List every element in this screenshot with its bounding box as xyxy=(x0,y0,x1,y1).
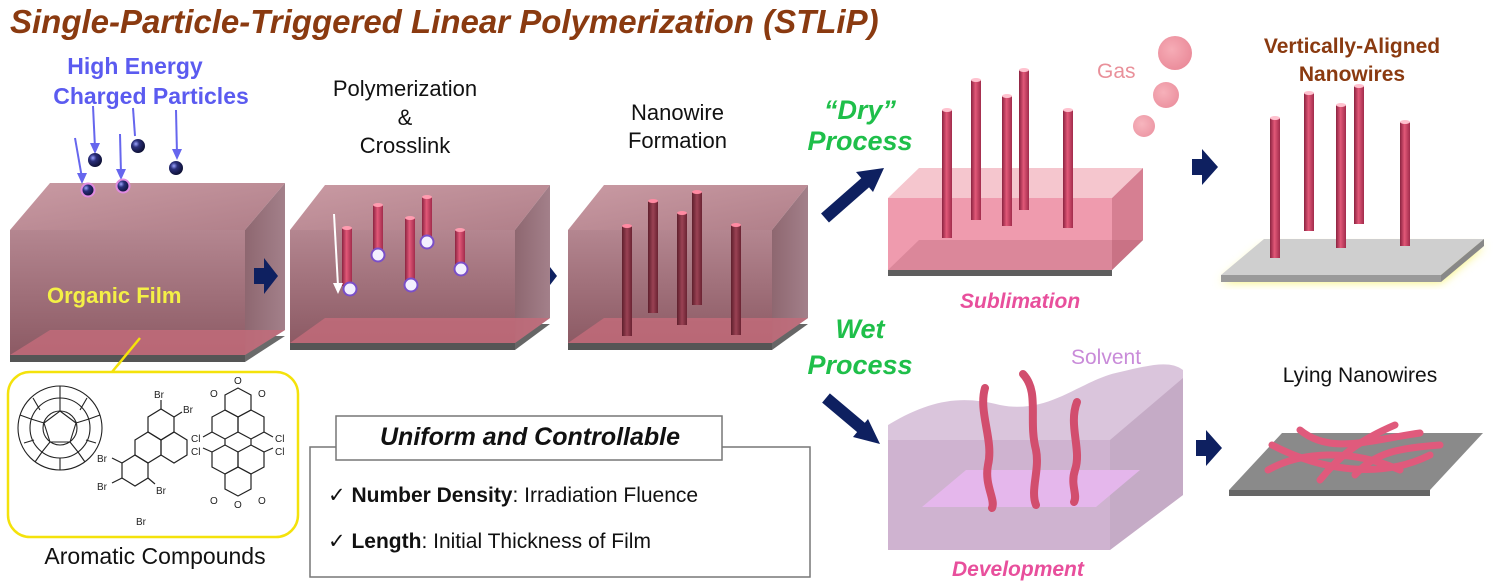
br-label: Br xyxy=(183,405,194,416)
organic-film-block xyxy=(10,183,285,362)
triphenylene-molecule xyxy=(111,400,188,487)
check-icon: ✓ xyxy=(328,484,346,507)
o-label: O xyxy=(234,500,242,511)
number-density-desc: : Irradiation Fluence xyxy=(512,484,699,507)
step-arrow xyxy=(254,258,278,294)
cl-label: Cl xyxy=(275,434,284,445)
cl-label: Cl xyxy=(191,434,200,445)
formation-label: Formation xyxy=(627,128,728,153)
length-row: ✓ Length: Initial Thickness of Film xyxy=(328,530,651,554)
lying-nanowires-label: Lying Nanowires xyxy=(1282,364,1438,387)
o-label: O xyxy=(210,389,218,400)
sublimation-arrow xyxy=(1192,149,1218,185)
vertical-nanowires-label-line-2: Nanowires xyxy=(1298,63,1406,86)
br-label: Br xyxy=(97,454,108,465)
particles-label-line-1: High Energy xyxy=(67,53,203,79)
gas-label: Gas xyxy=(1097,60,1136,83)
polymerization-label: Polymerization xyxy=(332,76,478,101)
charged-particles xyxy=(74,105,183,198)
nanowire-label: Nanowire xyxy=(631,100,724,125)
figure-title: Single-Particle-Triggered Linear Polymer… xyxy=(10,3,879,40)
development-block xyxy=(888,364,1183,550)
check-icon: ✓ xyxy=(328,530,346,553)
aromatic-compounds-label: Aromatic Compounds xyxy=(44,543,266,569)
info-box-title-frame xyxy=(335,415,723,461)
nanowire-formation-block xyxy=(568,185,808,350)
crosslink-label: Crosslink xyxy=(359,133,451,158)
ampersand-label: & xyxy=(397,105,413,130)
o-label: O xyxy=(210,496,218,507)
br-label: Br xyxy=(154,390,165,401)
polymerization-block xyxy=(290,185,550,350)
solvent-label: Solvent xyxy=(1071,346,1142,369)
br-label: Br xyxy=(136,517,147,528)
dry-label: “Dry” xyxy=(823,95,897,125)
development-arrow xyxy=(1196,430,1222,466)
development-label: Development xyxy=(952,558,1084,581)
particles-label-line-2: Charged Particles xyxy=(53,83,249,109)
wet-label: Wet xyxy=(835,314,885,344)
br-label: Br xyxy=(97,482,108,493)
br-label: Br xyxy=(156,486,167,497)
o-label: O xyxy=(234,376,242,387)
wet-process-arrow xyxy=(822,393,880,444)
length-term: Length xyxy=(351,530,422,553)
info-box-title: Uniform and Controllable xyxy=(380,423,680,451)
lying-nanowires-block xyxy=(1229,421,1483,496)
organic-film-label: Organic Film xyxy=(47,283,182,308)
o-label: O xyxy=(258,389,266,400)
cl-label: Cl xyxy=(275,447,284,458)
number-density-row: ✓ Number Density: Irradiation Fluence xyxy=(328,484,698,508)
compounds-box xyxy=(6,370,300,539)
sublimation-label: Sublimation xyxy=(960,290,1081,313)
length-desc: : Initial Thickness of Film xyxy=(421,530,651,553)
fullerene-molecule xyxy=(17,385,103,471)
wet-process-label: Process xyxy=(807,350,913,380)
vertical-nanowires-label-line-1: Vertically-Aligned xyxy=(1263,35,1441,58)
o-label: O xyxy=(258,496,266,507)
dry-process-arrow xyxy=(821,168,884,223)
number-density-term: Number Density xyxy=(351,484,513,507)
cl-label: Cl xyxy=(191,447,200,458)
vertical-nanowires-block xyxy=(1221,84,1484,282)
perylene-molecule xyxy=(202,387,274,497)
dry-process-label: Process xyxy=(807,126,913,156)
info-box xyxy=(309,446,811,578)
sublimation-block xyxy=(888,36,1192,276)
